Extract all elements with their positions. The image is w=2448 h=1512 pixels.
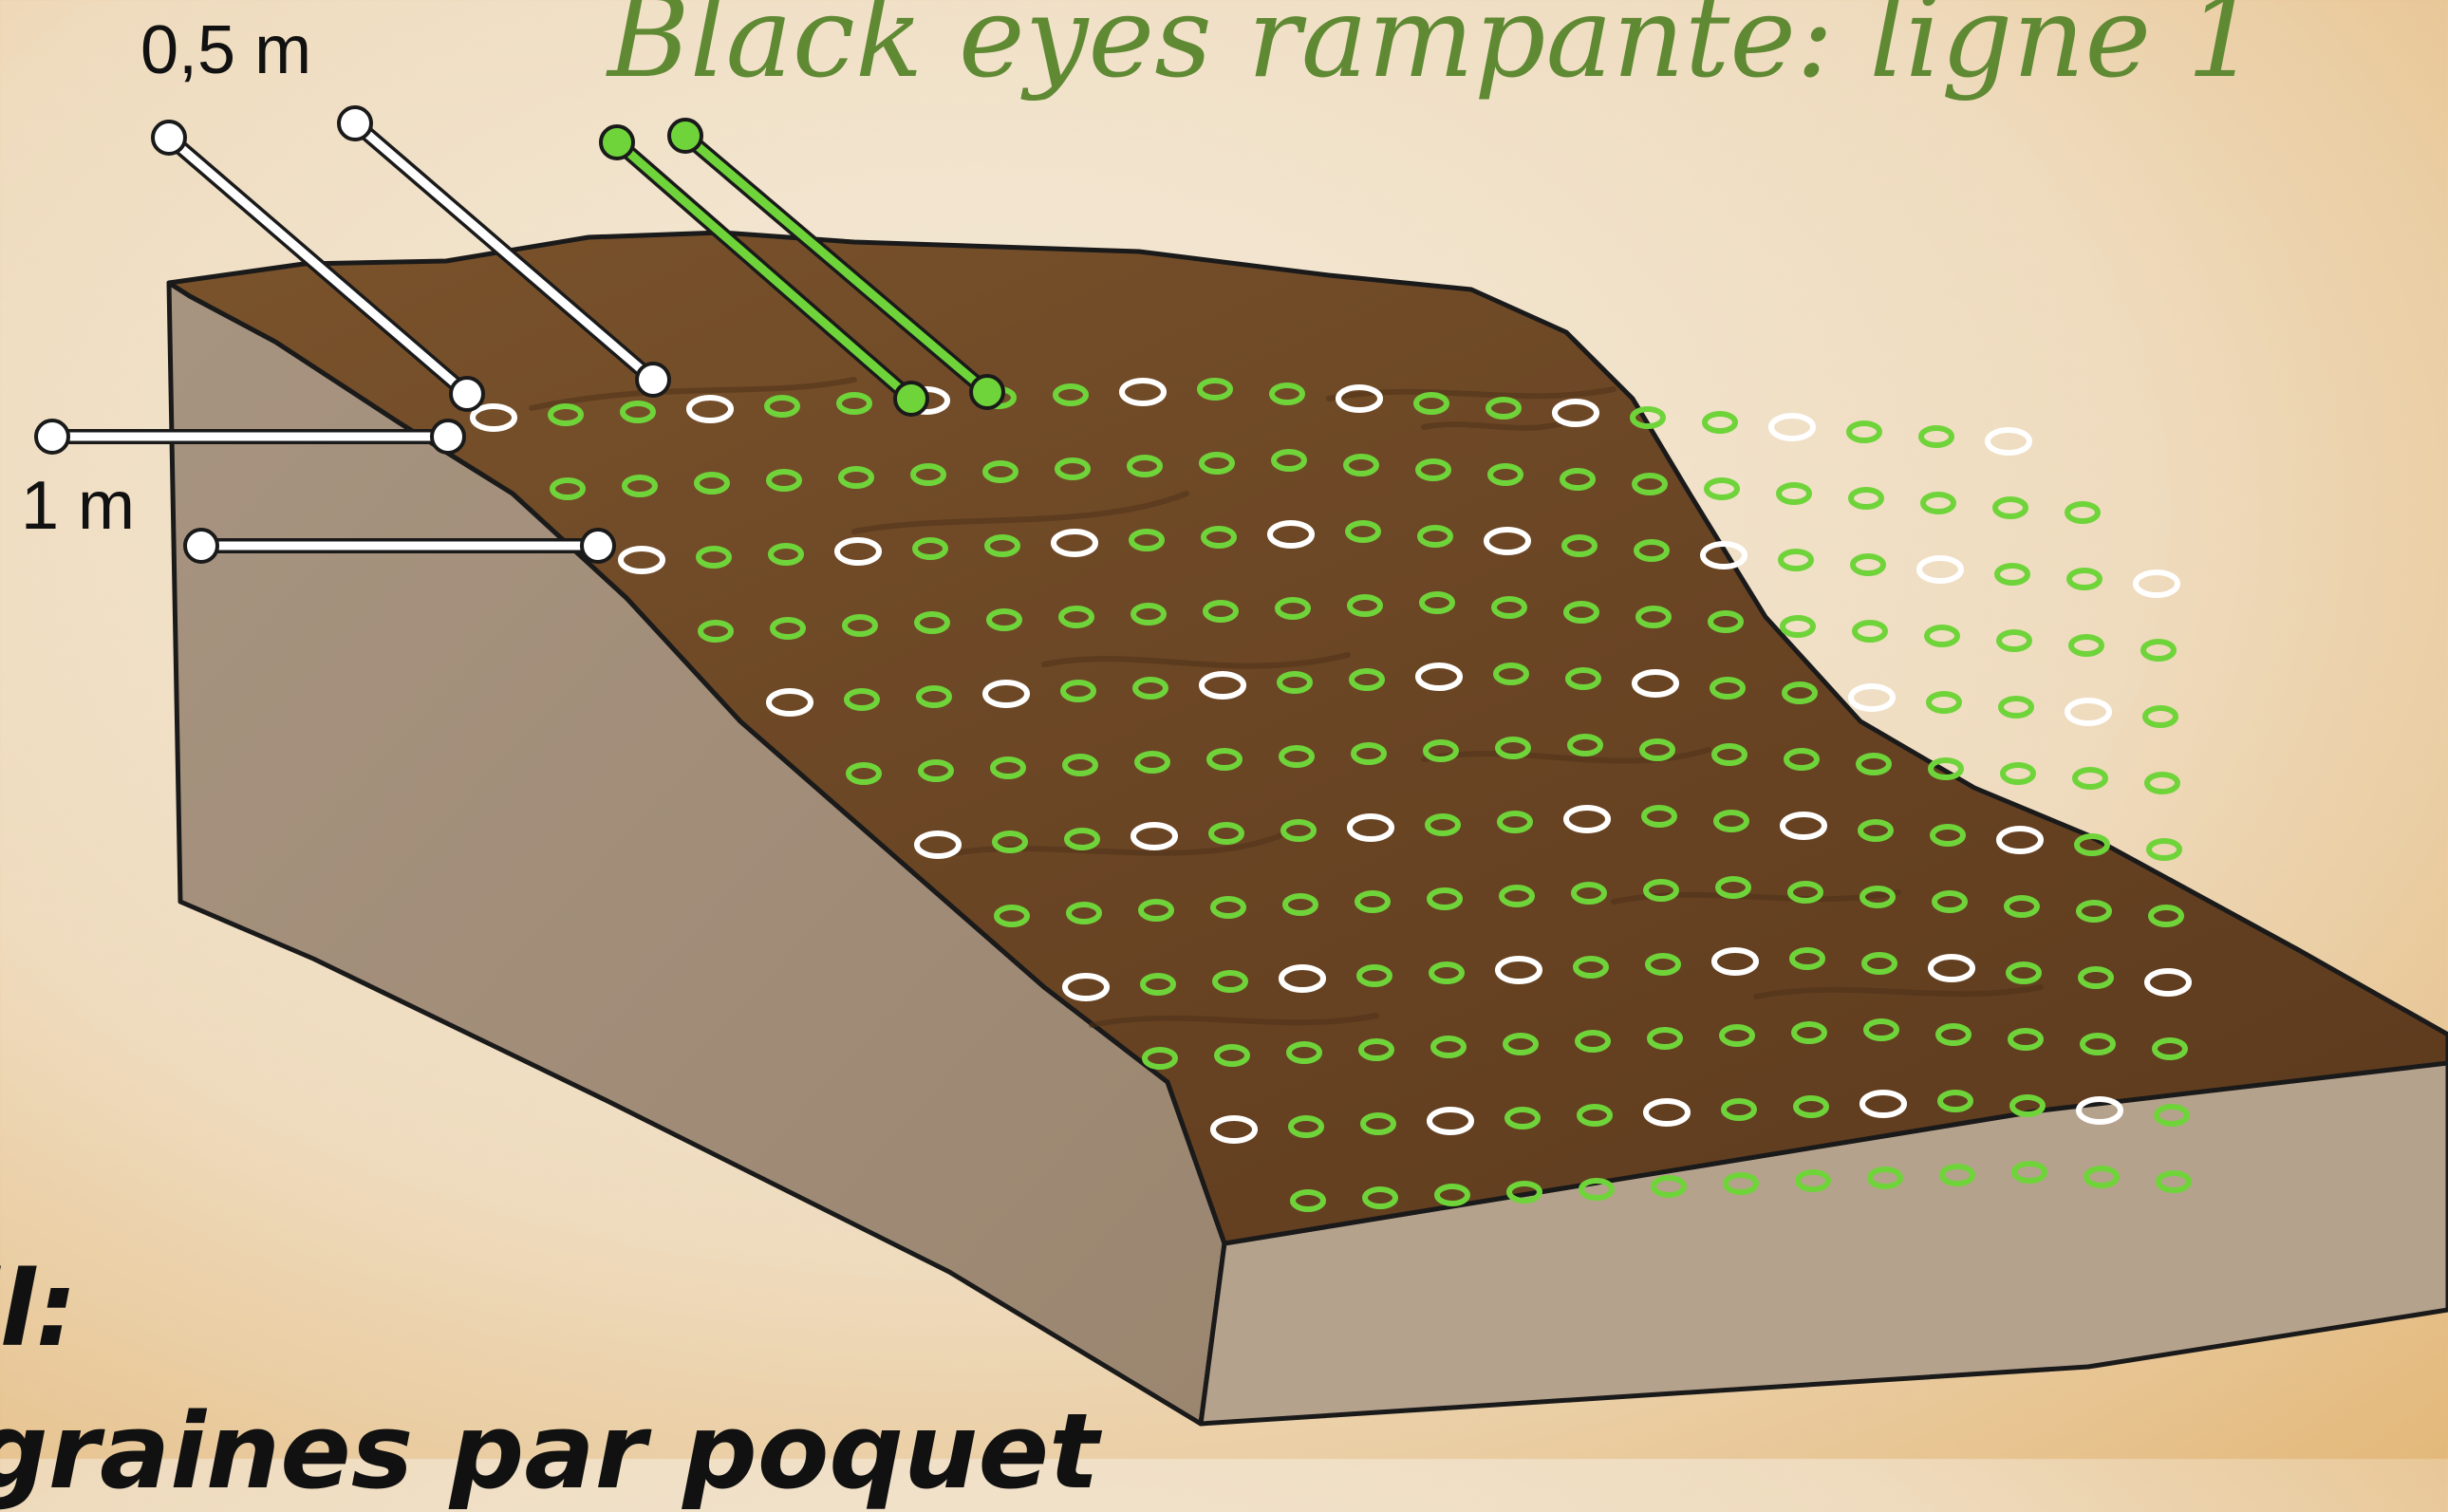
white-ring-marker xyxy=(1988,430,2029,453)
green-ring-marker xyxy=(2145,708,2176,725)
note-line-1: il: xyxy=(0,1248,77,1370)
green-ring-marker xyxy=(2003,765,2033,782)
green-ring-marker xyxy=(1999,632,2029,649)
green-ring-marker xyxy=(1855,623,1885,640)
green-ring-marker xyxy=(2001,699,2031,716)
green-ring-marker xyxy=(1921,428,1952,445)
green-ring-marker xyxy=(1705,414,1735,431)
green-ring-marker xyxy=(1997,566,2028,583)
green-ring-marker xyxy=(1851,490,1881,507)
green-ring-marker xyxy=(1783,618,1813,635)
green-ring-marker xyxy=(2075,770,2105,787)
green-ring-marker xyxy=(1707,480,1737,497)
row-spacing-label: 0,5 m xyxy=(140,11,311,89)
green-ring-marker xyxy=(2069,570,2100,588)
green-ring-marker xyxy=(2071,637,2102,654)
green-ring-marker xyxy=(1995,499,2026,516)
white-ring-marker xyxy=(2136,572,2177,595)
green-ring-marker xyxy=(2067,504,2098,521)
green-ring-marker xyxy=(2149,841,2179,858)
green-ring-marker xyxy=(1781,551,1811,569)
planting-diagram xyxy=(0,0,2448,1459)
green-ring-marker xyxy=(1927,627,1957,644)
green-ring-marker xyxy=(1853,556,1883,573)
note-line-2: graines par poquet xyxy=(0,1391,1099,1512)
green-ring-marker xyxy=(1929,694,1959,711)
green-ring-marker xyxy=(1779,485,1809,502)
plant-spacing-label: 1 m xyxy=(21,467,135,545)
white-ring-marker xyxy=(1851,686,1893,709)
page-title: Black eyes rampante: ligne 1 xyxy=(607,0,2258,103)
guide-handle xyxy=(153,121,185,154)
green-ring-marker xyxy=(1923,495,1953,512)
white-ring-marker xyxy=(1919,558,1961,581)
green-ring-marker xyxy=(1849,423,1879,440)
green-ring-marker xyxy=(2143,642,2174,659)
white-ring-marker xyxy=(1771,416,1813,439)
green-ring-marker xyxy=(2147,775,2177,792)
white-ring-marker xyxy=(2067,700,2109,723)
